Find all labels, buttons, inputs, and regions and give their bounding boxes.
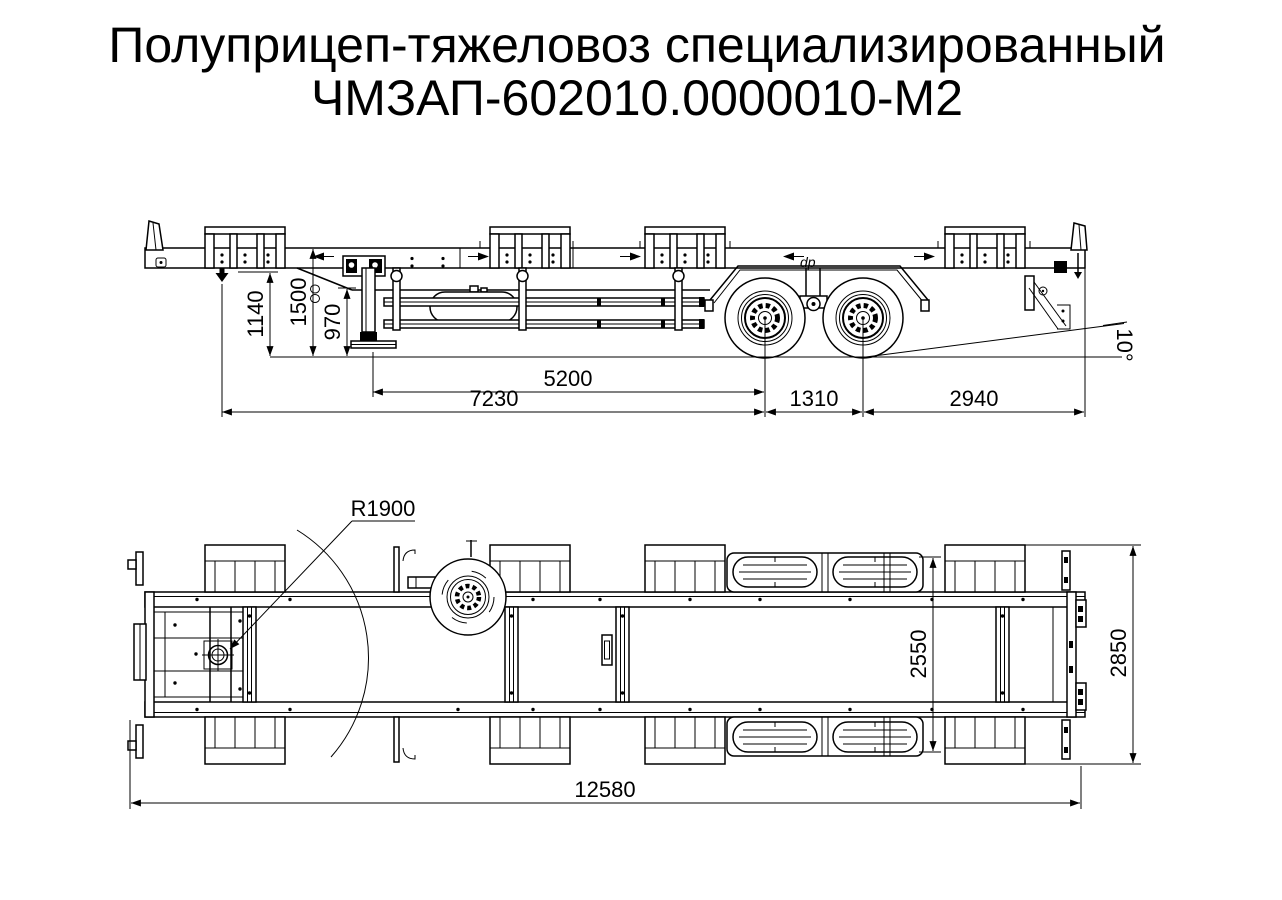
bolster-bottom-4: [944, 716, 1026, 765]
suspension-bracket: [799, 268, 828, 312]
crossmember-2: [504, 606, 519, 703]
dim-axle-base: 1310: [790, 386, 839, 411]
gooseneck-slope: [296, 267, 353, 291]
dim-support-to-first-axle: 5200: [544, 366, 593, 391]
fenders-tyres: [726, 552, 924, 757]
crossmember-3: [615, 606, 630, 703]
spare-wheel: [407, 540, 507, 636]
swing-radius-arc: [296, 529, 369, 758]
dim-overall-width: 2850: [1106, 629, 1131, 678]
rear-end-plate: [1070, 222, 1088, 251]
crossmember-4: [995, 606, 1010, 703]
bolster-bottom-2: [489, 716, 571, 765]
deck-ticks: [479, 241, 1031, 248]
departure-angle-line: [861, 323, 1125, 358]
rear-fittings: [1061, 550, 1087, 760]
side-view: dp: [144, 220, 1137, 417]
kingpin-zone: [154, 607, 243, 702]
bolster-bottom-1: [204, 716, 286, 765]
landing-gear: [342, 255, 397, 349]
drawing-title: Полуприцеп-тяжеловоз специализированный …: [108, 17, 1165, 126]
dim-deck-height: 1500: [286, 278, 311, 327]
bolster-bottom-3: [644, 716, 726, 765]
tail-light: [1054, 261, 1067, 273]
bolster-top-4: [944, 544, 1026, 593]
kingpin-mark: [215, 268, 229, 282]
side-posts-hooks: [393, 546, 416, 763]
top-view: R1900 2550 2850 12580: [127, 496, 1141, 809]
side-view-dimensions: 1140 1500 970 5200 7230 1310 2940 10°: [221, 249, 1137, 417]
side-guard-rails: [383, 267, 705, 331]
front-fittings: [127, 551, 147, 759]
swing-radius: R1900: [229, 496, 416, 758]
rail-top: [144, 591, 1086, 608]
dp-marking: dp: [800, 254, 816, 270]
deck-band: [144, 247, 1086, 269]
page-title-line2: ЧМЗАП-602010.0000010-М2: [311, 70, 963, 126]
mudguard: [704, 265, 930, 312]
rear-crossmember: [1066, 591, 1077, 718]
top-view-dimensions: 2550 2850 12580: [129, 544, 1141, 809]
dim-kingpin-height: 1140: [243, 290, 268, 337]
front-tow-loop: [155, 257, 167, 268]
bolster-top-1: [204, 544, 286, 593]
dim-frame-bottom-height: 970: [320, 304, 345, 341]
page-title-line1: Полуприцеп-тяжеловоз специализированный: [108, 17, 1165, 73]
dim-rear-overhang: 2940: [950, 386, 999, 411]
crossmember-1: [242, 606, 257, 703]
dim-kingpin-to-first-axle: 7230: [470, 386, 519, 411]
deck-arrow-marks: [313, 252, 935, 261]
dim-width-over-tyres: 2550: [906, 630, 931, 679]
dim-overall-length: 12580: [574, 777, 635, 802]
dim-swing-radius: R1900: [351, 496, 416, 521]
rail-bottom: [144, 701, 1086, 718]
dim-departure-angle: 10°: [1112, 328, 1137, 361]
rear-underrun: [1024, 253, 1082, 330]
bolster-top-3: [644, 544, 726, 593]
deck-latch: [601, 634, 613, 666]
